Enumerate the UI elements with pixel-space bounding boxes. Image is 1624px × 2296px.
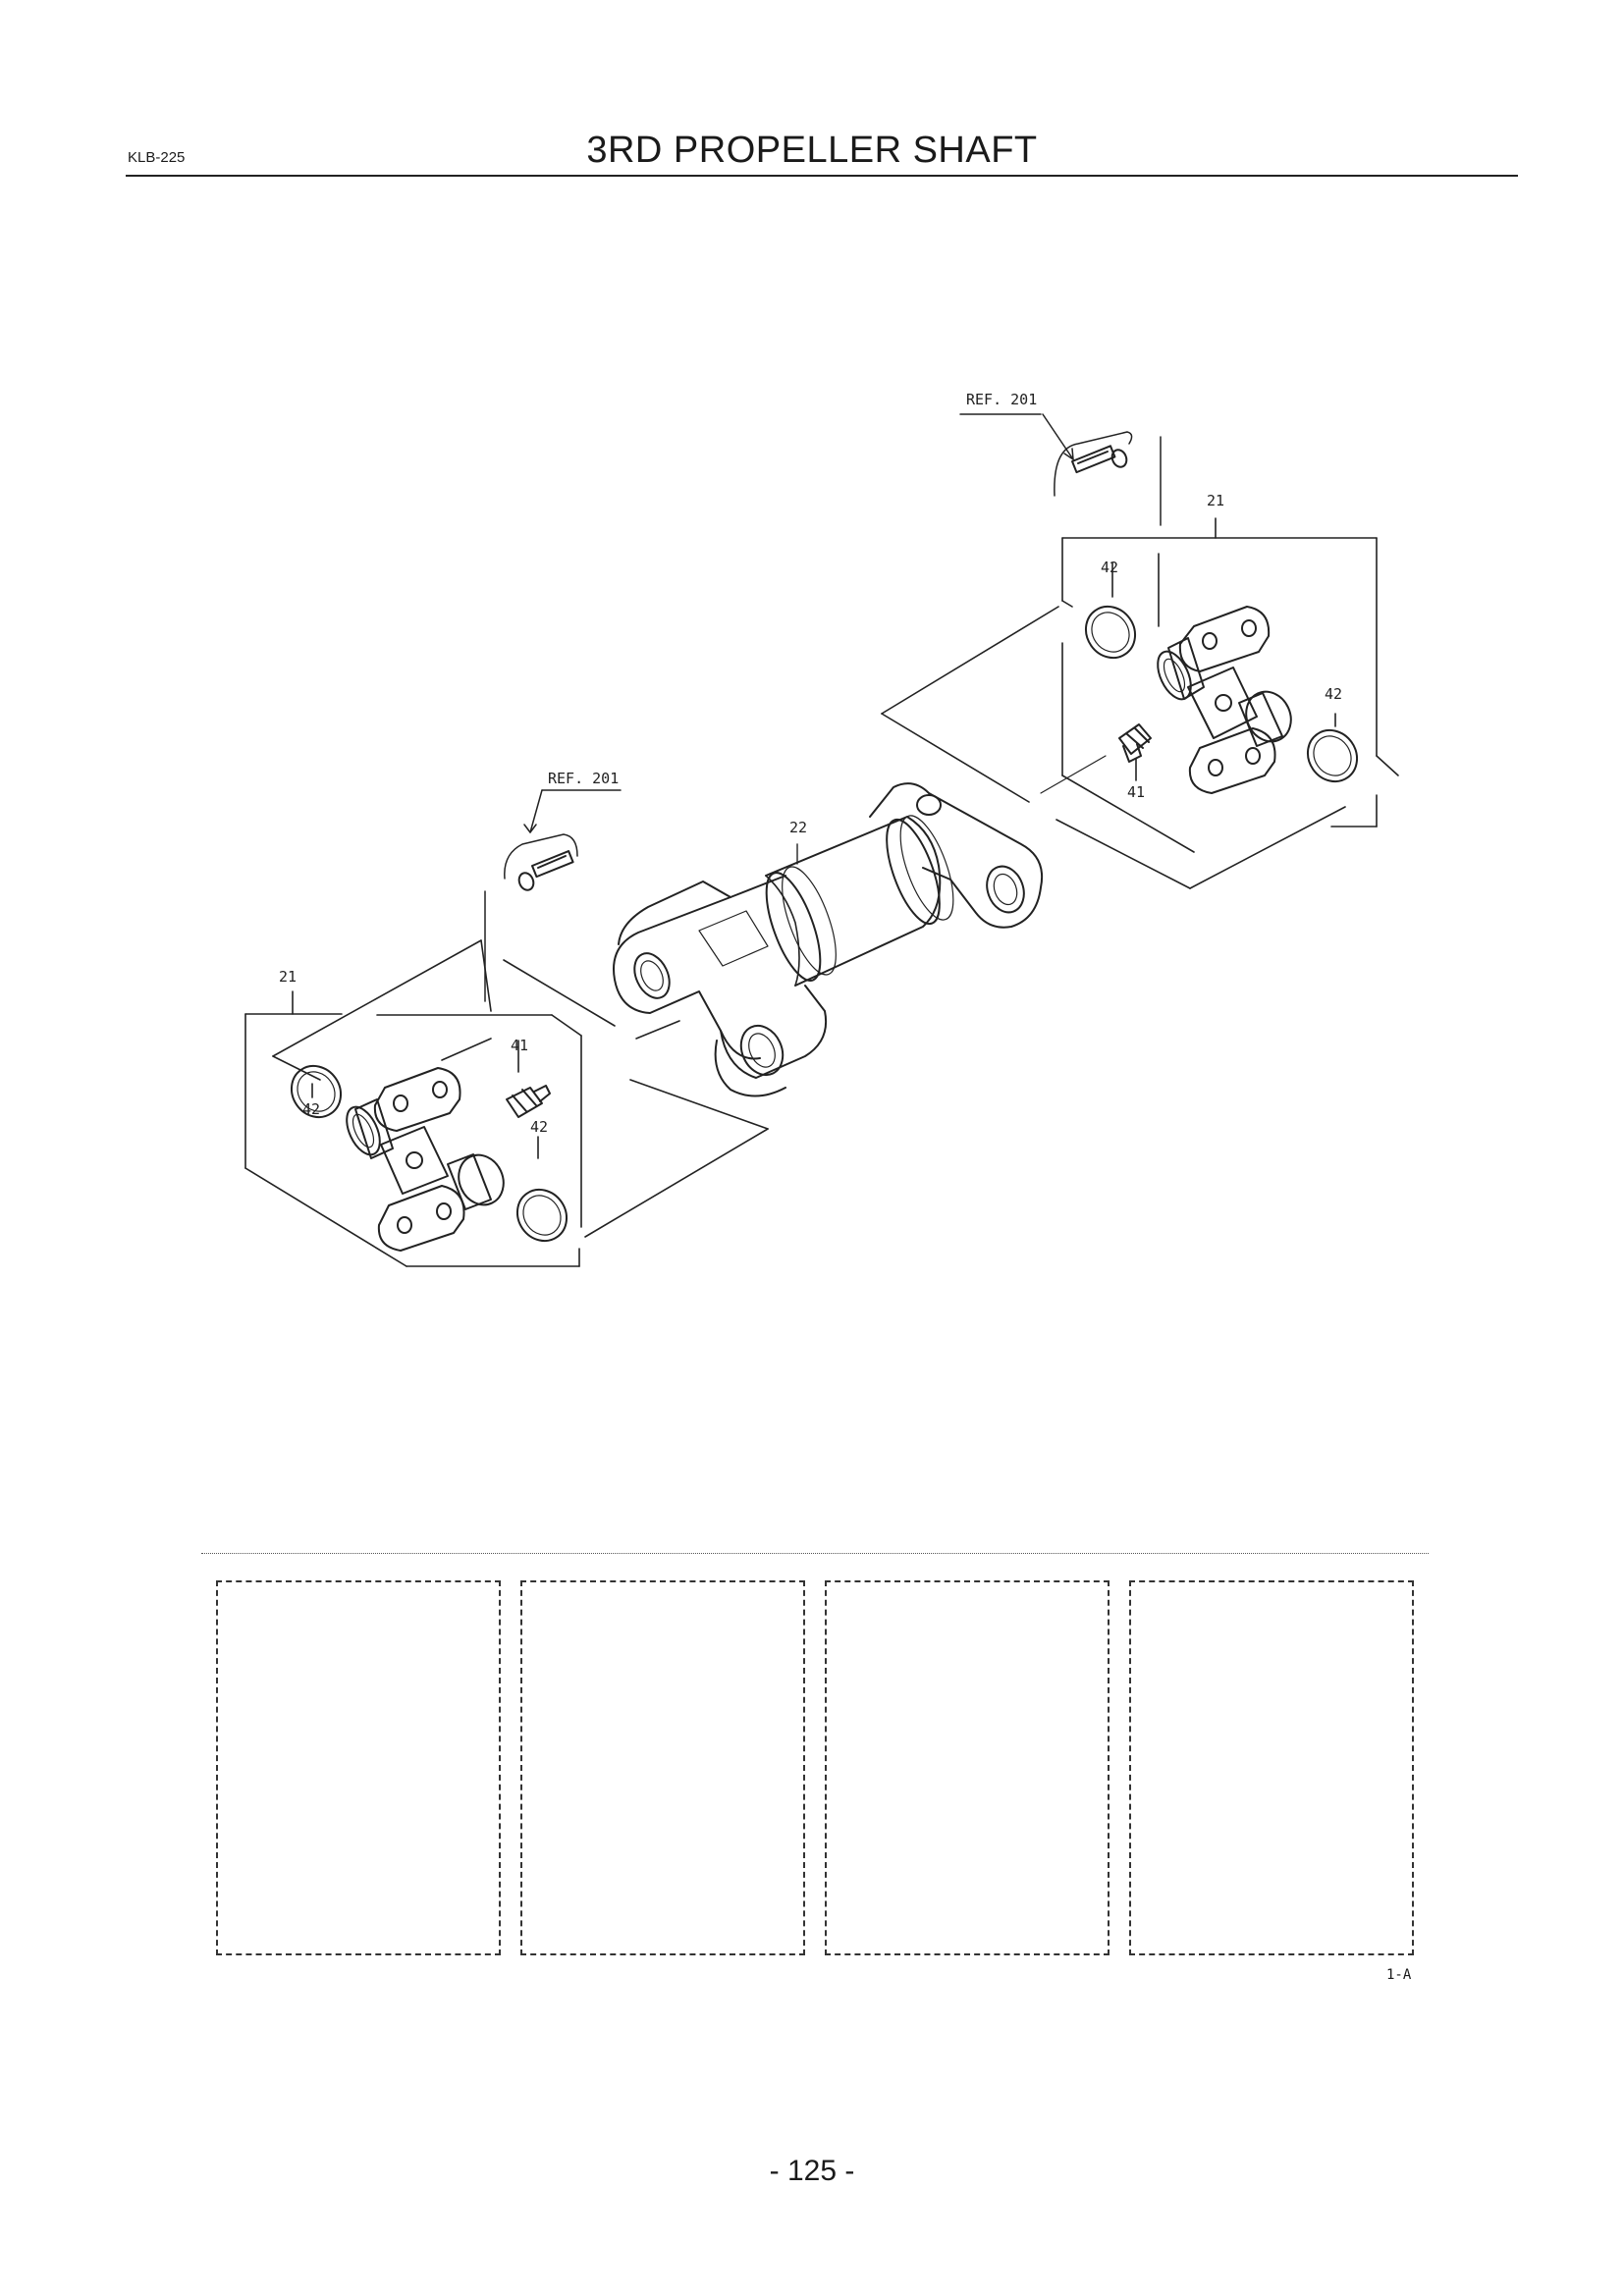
callout-shaft: 22 — [789, 819, 807, 836]
universal-joint-left-bracket — [244, 939, 769, 1267]
callout-ring-left-b: 42 — [530, 1118, 548, 1136]
separator-rule — [201, 1553, 1429, 1554]
snap-ring-left-a — [290, 1064, 343, 1119]
header-rule — [126, 175, 1518, 177]
applicability-box-2 — [520, 1580, 805, 1955]
callout-joint-left: 21 — [279, 968, 297, 986]
grease-nipple-left — [506, 1085, 551, 1118]
callout-ring-left-a: 42 — [302, 1100, 320, 1118]
ref-201-left-group — [484, 789, 622, 1002]
page-title: 3RD PROPELLER SHAFT — [586, 130, 1038, 171]
callout-joint-top: 21 — [1207, 492, 1224, 509]
snap-ring-top-b — [1306, 728, 1359, 783]
snap-ring-top-a — [1084, 605, 1137, 660]
document-code: KLB-225 — [128, 149, 186, 166]
universal-joint-left — [346, 1067, 505, 1252]
callout-ref-top: REF. 201 — [966, 391, 1037, 408]
snap-ring-left-b — [515, 1188, 568, 1243]
page-number: - 125 - — [769, 2155, 855, 2187]
callout-grease-left: 41 — [511, 1037, 528, 1054]
callout-labels: REF. 201 REF. 201 21 21 22 41 41 42 42 4… — [279, 391, 1342, 1136]
callout-ref-left: REF. 201 — [548, 770, 619, 787]
applicability-box-1 — [216, 1580, 501, 1955]
grease-nipple-top — [1118, 723, 1152, 763]
universal-joint-top-bracket — [881, 517, 1399, 889]
ref-201-top-group — [959, 413, 1162, 526]
callout-grease-top: 41 — [1127, 783, 1145, 801]
universal-joint-top — [1157, 606, 1292, 794]
callout-ring-top-a: 42 — [1101, 559, 1118, 576]
applicability-box-3 — [825, 1580, 1110, 1955]
propeller-shaft — [613, 782, 1043, 1097]
applicability-box-4 — [1129, 1580, 1414, 1955]
callout-ring-top-b: 42 — [1325, 685, 1342, 703]
figure-code: 1-A — [1386, 1967, 1412, 1983]
exploded-parts-diagram: REF. 201 REF. 201 21 21 22 41 41 42 42 4… — [244, 391, 1399, 1267]
